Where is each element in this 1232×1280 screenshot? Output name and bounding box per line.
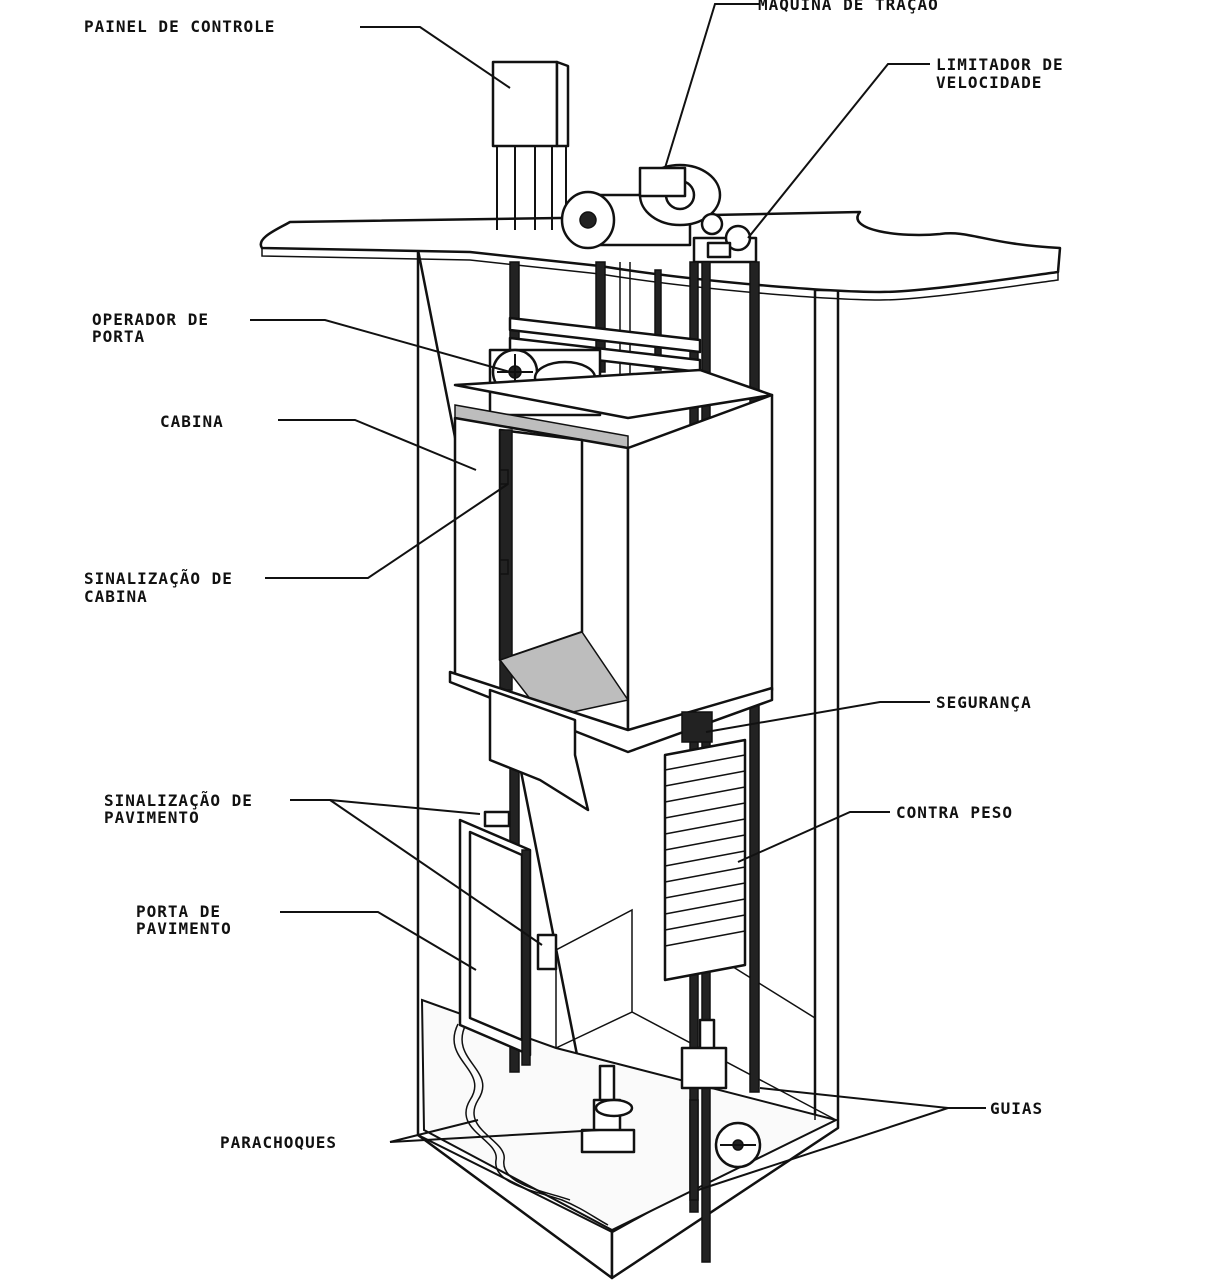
traction-machine bbox=[560, 163, 724, 250]
buffers bbox=[580, 1018, 728, 1154]
elevator-car bbox=[448, 316, 774, 812]
tension-sheave bbox=[714, 1121, 762, 1169]
label-door-operator-line1: OPERADOR DE bbox=[92, 310, 209, 329]
label-landing-door-line2: PAVIMENTO bbox=[136, 919, 232, 938]
speed-governor bbox=[692, 224, 758, 264]
label-speed-governor-line1: LIMITADOR DE bbox=[936, 55, 1064, 74]
landing-door bbox=[458, 810, 558, 1066]
label-traction-machine: MÁQUINA DE TRAÇÃO bbox=[758, 0, 939, 14]
counterweight bbox=[663, 738, 747, 982]
label-counterweight: CONTRA PESO bbox=[896, 803, 1013, 822]
label-speed-governor-line2: VELOCIDADE bbox=[936, 73, 1042, 92]
label-car-signal-line1: SINALIZAÇÃO DE bbox=[84, 569, 233, 588]
label-car: CABINA bbox=[160, 412, 224, 431]
label-guides: GUIAS bbox=[990, 1099, 1043, 1118]
safety-gear bbox=[681, 711, 713, 743]
label-landing-signal-line1: SINALIZAÇÃO DE bbox=[104, 791, 253, 810]
leader-lines bbox=[250, 3, 986, 1191]
labels: PAINEL DE CONTROLE MÁQUINA DE TRAÇÃO LIM… bbox=[84, 0, 1064, 1152]
label-landing-door-line1: PORTA DE bbox=[136, 902, 221, 921]
label-door-operator-line2: PORTA bbox=[92, 327, 145, 346]
label-landing-signal-line2: PAVIMENTO bbox=[104, 808, 200, 827]
label-car-signal-line2: CABINA bbox=[84, 587, 148, 606]
label-buffers: PARACHOQUES bbox=[220, 1133, 337, 1152]
control-panel bbox=[491, 60, 570, 230]
label-control-panel: PAINEL DE CONTROLE bbox=[84, 17, 275, 36]
label-safety: SEGURANÇA bbox=[936, 693, 1032, 712]
